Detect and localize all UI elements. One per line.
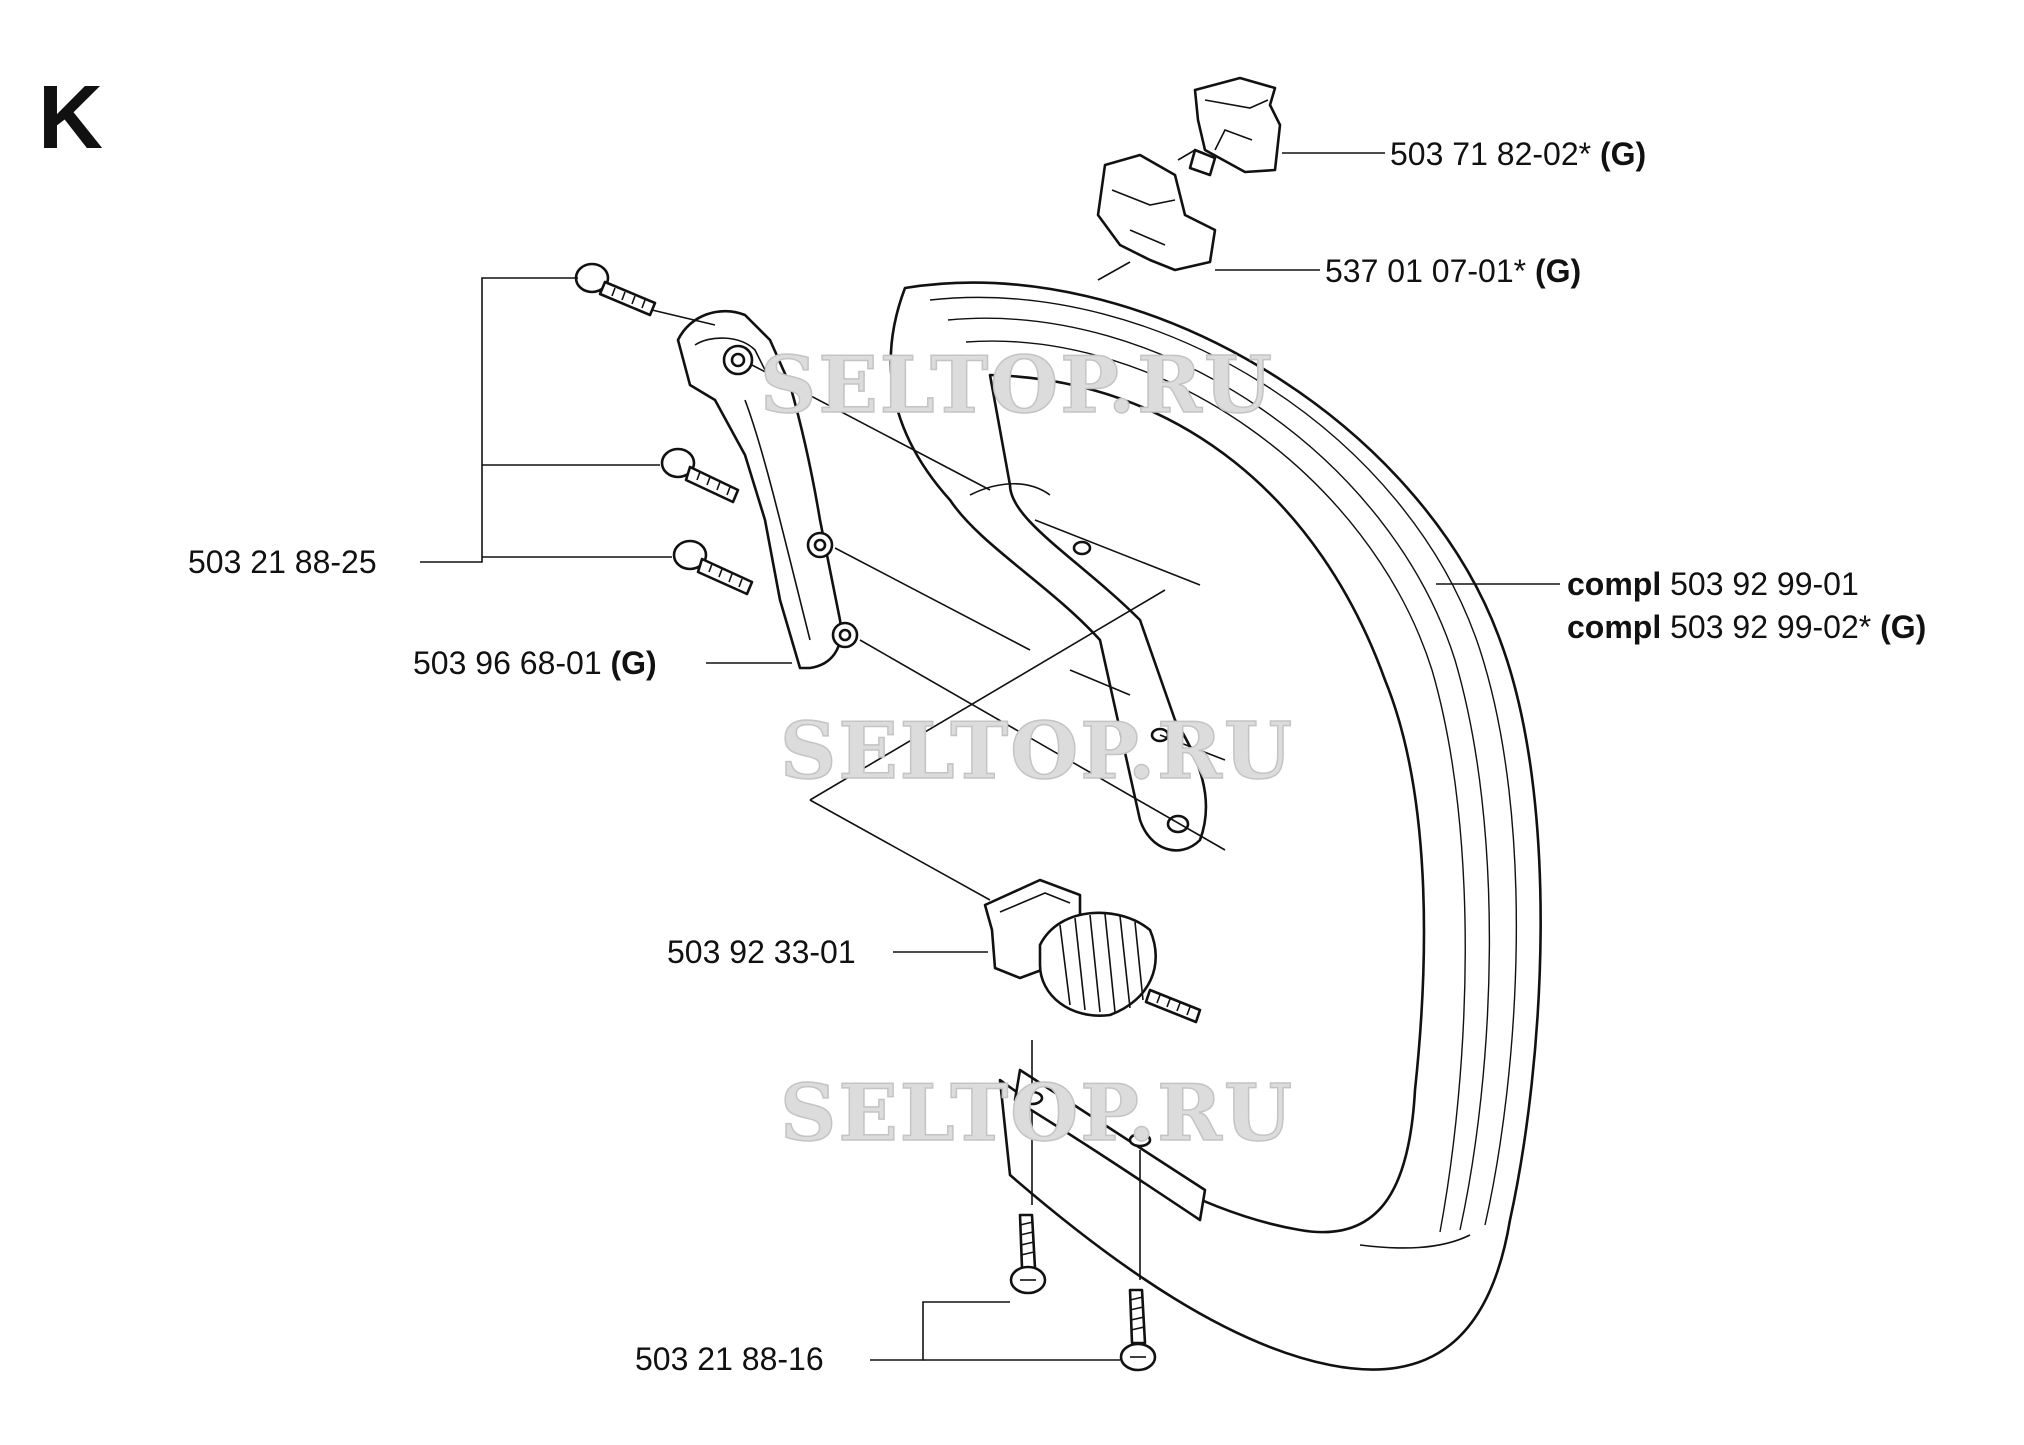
spring-buffer-part	[983, 878, 1202, 1024]
label-top-clip-1: 503 71 82-02* (G)	[1390, 136, 1646, 172]
leader-lines	[420, 152, 1560, 1361]
top-clip-lower-part	[1096, 153, 1217, 272]
bumper-screw-top	[574, 262, 657, 317]
handle-bracket-part	[676, 309, 859, 670]
lower-screw-left	[1009, 1213, 1047, 1295]
assembly-lines	[651, 309, 1226, 1280]
watermark-middle: SELTOP.RU	[780, 706, 1294, 797]
label-top-clip-2: 537 01 07-01* (G)	[1325, 253, 1581, 289]
lower-screw-right	[1119, 1288, 1157, 1372]
watermark-bottom: SELTOP.RU	[780, 1068, 1294, 1159]
bumper-screw-lower	[672, 539, 754, 596]
label-bumper-screw: 503 21 88-25	[188, 544, 377, 580]
label-front-handle-2: compl 503 92 99-02* (G)	[1567, 609, 1926, 645]
label-spring-buffer: 503 92 33-01	[667, 934, 856, 970]
label-lower-screw: 503 21 88-16	[635, 1341, 824, 1377]
label-handle-bracket: 503 96 68-01 (G)	[413, 645, 657, 681]
top-clip-upper-part	[1188, 76, 1282, 177]
watermark-top: SELTOP.RU	[760, 340, 1274, 431]
section-letter: K	[38, 68, 103, 168]
bumper-screw-middle	[660, 447, 740, 504]
front-handle-part	[889, 281, 1542, 1371]
label-front-handle-1: compl 503 92 99-01	[1567, 566, 1859, 602]
